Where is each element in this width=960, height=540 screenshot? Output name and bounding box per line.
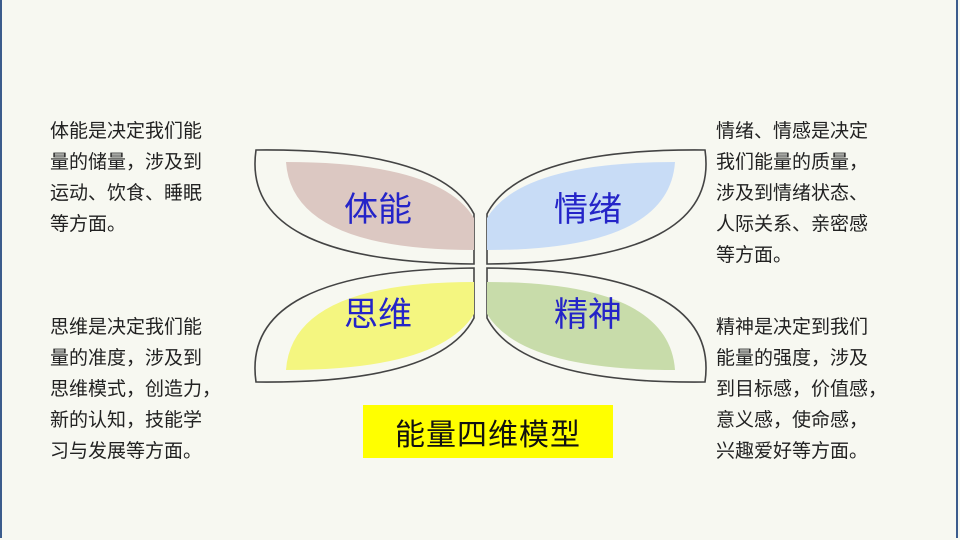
leaf-top-right: 情绪 — [486, 149, 707, 265]
leaf-bottom-left-fill — [286, 282, 474, 370]
physical-energy-description: 体能是决定我们能 量的储量，涉及到 运动、饮食、睡眠 等方面。 — [50, 120, 203, 235]
leaf-bottom-left: 思维 — [254, 267, 475, 383]
model-title-box: 能量四维模型 — [363, 405, 613, 458]
leaf-bottom-right-outline — [486, 267, 707, 383]
model-title: 能量四维模型 — [395, 417, 581, 453]
mental-energy-description: 思维是决定我们能 量的准度，涉及到 思维模式，创造力， 新的认知，技能学 习与发… — [50, 316, 222, 462]
leaf-bottom-right-label: 精神 — [554, 295, 622, 335]
leaf-top-right-fill — [487, 162, 675, 250]
leaf-bottom-right-fill — [487, 282, 675, 370]
emotional-energy-description: 情绪、情感是决定 我们能量的质量， 涉及到情绪状态、 人际关系、亲密感 等方面。 — [716, 120, 869, 266]
leaf-top-left: 体能 — [254, 149, 475, 265]
leaf-top-left-fill — [286, 162, 474, 250]
leaf-top-right-outline — [486, 149, 707, 265]
leaf-bottom-right: 精神 — [486, 267, 707, 383]
leaf-top-left-label: 体能 — [344, 190, 412, 230]
leaf-bottom-left-outline — [254, 267, 475, 383]
leaf-top-left-outline — [254, 149, 475, 265]
leaf-top-right-label: 情绪 — [554, 190, 622, 230]
spiritual-energy-description: 精神是决定到我们 能量的强度，涉及 到目标感，价值感， 意义感，使命感， 兴趣爱… — [716, 316, 888, 462]
leaf-bottom-left-label: 思维 — [344, 295, 412, 335]
